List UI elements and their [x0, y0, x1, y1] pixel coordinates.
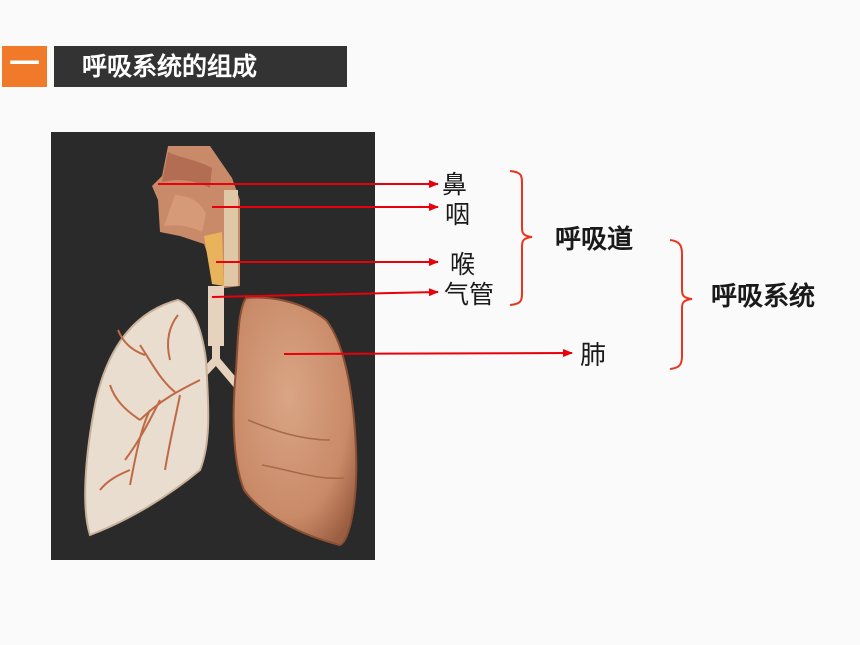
arrow-lung	[283, 349, 573, 358]
label-lung: 肺	[580, 341, 606, 371]
label-airway: 呼吸道	[555, 224, 633, 255]
label-nose: 鼻	[442, 170, 467, 199]
label-pharynx: 咽	[445, 200, 470, 229]
section-title: 呼吸系统的组成	[54, 46, 347, 87]
head-section-illustration	[152, 146, 240, 288]
pointer-arrows	[158, 180, 573, 358]
section-number: 一	[2, 46, 47, 87]
right-lung-illustration	[232, 296, 358, 547]
label-larynx: 喉	[450, 250, 475, 279]
left-lung-illustration	[84, 298, 210, 537]
section-header: 一 呼吸系统的组成	[2, 46, 347, 87]
bracket-system	[669, 239, 693, 370]
label-respiratory-system: 呼吸系统	[711, 281, 815, 312]
label-trachea: 气管	[444, 280, 494, 309]
bracket-airway	[509, 170, 533, 306]
arrow-trachea	[211, 288, 439, 298]
